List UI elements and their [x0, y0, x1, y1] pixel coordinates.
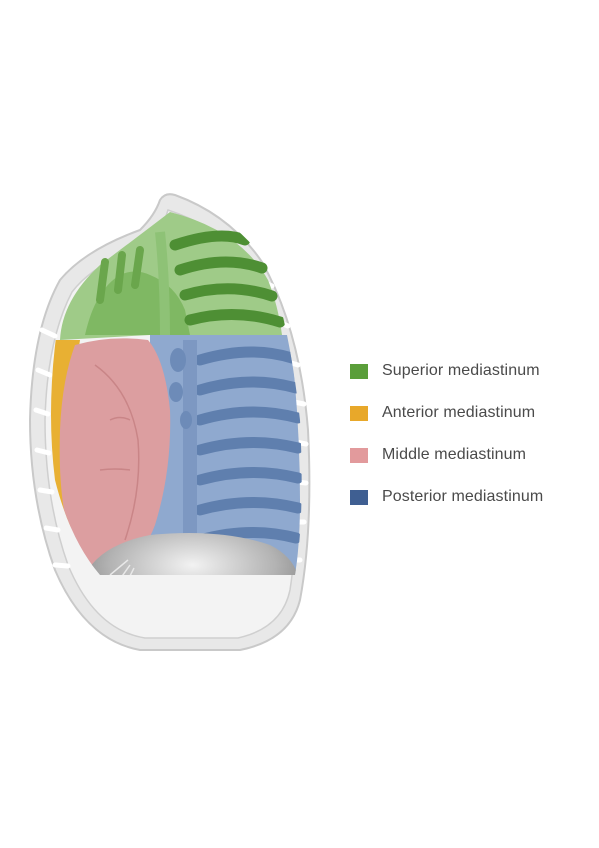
legend-label-superior: Superior mediastinum [382, 362, 540, 379]
middle-mediastinum-region [59, 338, 171, 572]
legend-label-anterior: Anterior mediastinum [382, 404, 536, 421]
legend-item-superior: Superior mediastinum [350, 350, 595, 392]
legend-item-middle: Middle mediastinum [350, 434, 595, 476]
legend-label-middle: Middle mediastinum [382, 446, 527, 463]
legend-swatch-posterior [350, 489, 368, 505]
legend-item-anterior: Anterior mediastinum [350, 392, 595, 434]
legend-swatch-anterior [350, 405, 368, 421]
diaphragm [85, 533, 300, 575]
legend-swatch-middle [350, 447, 368, 463]
legend: Superior mediastinum Anterior mediastinu… [350, 350, 595, 518]
legend-swatch-superior [350, 363, 368, 379]
legend-item-posterior: Posterior mediastinum [350, 476, 595, 518]
legend-label-posterior: Posterior mediastinum [382, 488, 544, 505]
